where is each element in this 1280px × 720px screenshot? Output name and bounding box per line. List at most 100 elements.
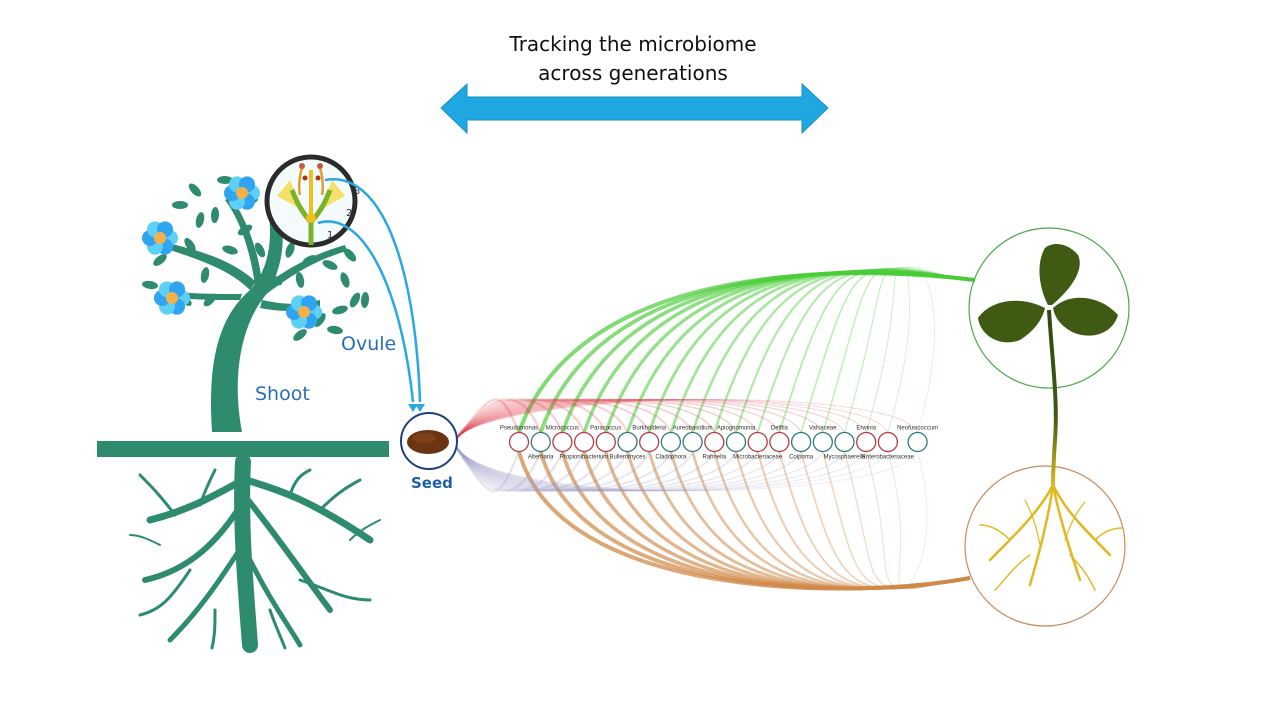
seed-link [454,398,586,441]
shoot-link [917,266,976,433]
shoot-link [843,267,976,433]
shoot-compartment-circle [968,227,1130,389]
seed-link-lower [454,444,918,492]
taxon-node [907,431,928,453]
shoot-link [582,270,976,434]
leaf-icon [332,305,348,315]
leaf-icon [343,248,357,262]
shoot-link [865,266,976,433]
inset-number-1: 1 [327,230,333,241]
taxa-nodes: PseudomonasAlternariaMicrococcusPropioni… [500,426,938,461]
blue-flower-icon [142,221,178,255]
seed-link [454,398,672,441]
seed-link [454,399,867,441]
taxon-label: Micrococcus [546,426,579,432]
diagram-title: Tracking the microbiome across generatio… [470,30,796,88]
seedling-icon [964,227,1130,627]
taxon-node [856,431,877,453]
taxon-node [639,431,660,453]
leaf-icon [285,242,295,258]
seed-link-lower [453,444,542,492]
seed-link-lower [454,444,672,492]
leaf-icon [188,183,202,197]
tree-roots-icon [129,454,381,653]
seed-link-lower [454,444,564,492]
ovule-label: Ovule [341,333,397,355]
ground-line [97,441,389,457]
taxon-node [530,431,551,453]
parent-tree-icon [97,197,389,457]
flower-inset-icon: 1 2 3 [264,154,360,248]
root-link [800,451,971,590]
seed-link [454,398,521,441]
title-line-2: across generations [538,61,728,85]
seed-label: Seed [411,474,453,492]
title-line-1: Tracking the microbiome [509,32,757,56]
tree-flowers [142,176,322,329]
taxon-node [834,431,855,453]
taxon-node [595,431,616,453]
root-link [865,451,971,590]
leaf-icon [327,325,343,335]
taxon-node [508,431,530,453]
seed-link [454,398,759,441]
leaf-icon [267,274,283,286]
shoot-link [560,270,976,434]
taxon-node [660,431,682,453]
taxon-node [617,431,638,453]
seed-link [454,398,651,441]
seed-link-lower [454,444,586,492]
seed-link-lower [454,444,629,492]
leaf-icon [360,292,370,308]
leaf-icon [295,272,305,288]
leaf-icon [302,255,318,265]
taxon-label: Burkholderia [632,426,666,432]
seed-link [454,398,737,441]
shoot-link [713,269,976,433]
root-link [713,451,971,590]
taxon-node [573,431,595,453]
shoot-link [800,267,976,433]
shoot-link [756,268,976,433]
inset-number-3: 3 [354,186,360,197]
taxon-node [704,431,725,453]
root-link [843,451,971,590]
leaf-icon [217,175,233,185]
shoot-link [887,266,976,433]
taxon-label: Valsaceae [809,426,837,432]
seed-icon [400,412,458,470]
taxon-label: Alternaria [528,455,554,461]
blue-flower-icon [154,281,190,315]
root-link [734,451,971,590]
double-arrow-icon [440,82,829,135]
seed-link-lower [454,444,802,492]
seed-link-lower [454,444,824,492]
taxon-label: Cladophora [655,455,687,461]
shoot-link [691,269,976,433]
seed-link [454,398,629,441]
shoot-link [778,268,976,433]
seed-link-lower [453,444,521,493]
leaf-icon [349,292,361,308]
leaf-icon [153,254,167,266]
taxon-node [769,431,790,453]
leaf-icon [293,329,307,341]
blue-flower-icon [224,176,260,210]
taxon-node [877,431,899,453]
taxon-node [790,431,812,453]
shoot-label: Shoot [255,383,310,405]
taxon-node [725,431,747,453]
seed-link-lower [454,444,780,492]
root-link [822,451,971,590]
taxon-label: Colpoma [789,455,814,461]
taxon-node [812,431,833,453]
microbiome-links [453,266,976,591]
seed-link [454,399,845,441]
leaf-icon [142,280,158,290]
blue-flower-icon [286,295,322,329]
taxon-label: Delftia [771,426,789,432]
leaf-icon [200,267,210,283]
leaf-icon [254,242,266,258]
taxon-label: Microbacteriaceae [733,455,783,461]
taxon-label: Pseudomonas [500,426,538,432]
